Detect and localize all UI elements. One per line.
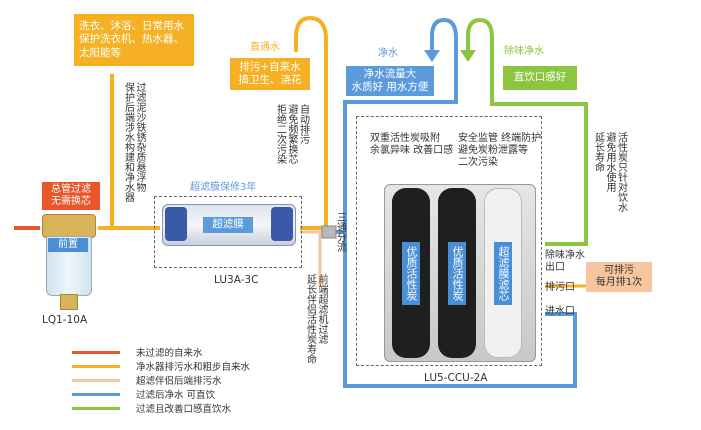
legend-item-purifier-flush: 净水器排污水和粗步自来水 (72, 360, 251, 373)
three-way-note: 前端超滤机过滤 延长伴侣活性炭寿命 (304, 274, 328, 364)
purifier-note-a: 双重活性炭吸附 余氯异味 改善口感 (370, 133, 454, 156)
purifier-note-b: 安全监管 终端防护 避免炭粉泄露等 二次污染 (458, 133, 542, 168)
ultrafilter-frame (154, 196, 302, 268)
cartridge-carbon-2-label: 优质活性炭 (448, 241, 466, 305)
port-inlet: 进水口 (545, 306, 575, 317)
legend-label: 过滤且改善口感直饮水 (136, 404, 232, 415)
odor-free-arrow (460, 50, 476, 62)
cartridge-ultrafilter-label: 超滤膜滤芯 (494, 241, 512, 305)
prefilter-valve (60, 294, 78, 310)
legend-item-ultrafilter-flush: 超滤伴侣后端排污水 (72, 374, 222, 387)
legend-label: 超滤伴侣后端排污水 (136, 376, 222, 387)
cartridge-carbon-2: 优质活性炭 (438, 188, 476, 358)
prefilter-model: LQ1-10A (42, 314, 88, 326)
legend-swatch (72, 406, 120, 410)
legend-swatch (72, 364, 120, 368)
purifier-side-note: 活性炭只针对饮水 避免用水使用 延长寿命 (592, 132, 627, 212)
ultrafilter-model: LU3A-3C (214, 274, 259, 286)
odor-free-callout: 直饮口感好 (503, 66, 577, 90)
prefilter-note: 过滤泥沙铁锈杂质悬浮物 保护后端涉水构建和净水器 (122, 82, 146, 202)
prefilter-label: 前置 (48, 238, 88, 252)
pure-water-title: 净水 (378, 48, 398, 59)
flush-callout: 可排污 每月排1次 (586, 262, 652, 292)
pure-water-pipe (343, 17, 458, 232)
purifier-model: LU5-CCU-2A (424, 372, 488, 384)
legend-item-improved: 过滤且改善口感直饮水 (72, 402, 232, 415)
cartridge-carbon-1-label: 优质活性炭 (402, 241, 420, 305)
purifier-frame (356, 116, 542, 366)
port-odor-free-outlet: 除味净水 出口 (545, 250, 585, 273)
ultrafilter-left-cap (165, 207, 187, 241)
household-uses-callout: 洗衣、沐浴、日常用水 保护洗衣机、热水器、 太阳能等 (74, 14, 194, 66)
prefilter-device: 前置 (36, 214, 100, 310)
cartridge-ultrafilter: 超滤膜滤芯 (484, 188, 522, 358)
pure-water-arrow (424, 50, 440, 62)
legend-swatch (72, 378, 120, 382)
legend-item-unfiltered: 未过滤的自来水 (72, 346, 203, 359)
ultrafilter-title: 超滤膜保修3年 (190, 182, 257, 193)
pure-water-callout: 净水流量大 水质好 用水方便 (346, 66, 434, 96)
ultrafilter-drain-pipe (300, 230, 322, 286)
direct-water-title: 直通水 (250, 42, 280, 53)
port-drain: 排污口 (545, 282, 575, 293)
legend-label: 过滤后净水 可直饮 (136, 390, 216, 401)
legend-swatch (72, 350, 120, 354)
odor-free-title: 除味净水 (504, 46, 544, 57)
ultrafilter-right-cap (271, 207, 293, 241)
odor-free-pipe (466, 17, 588, 246)
cartridge-carbon-1: 优质活性炭 (392, 188, 430, 358)
direct-water-callout: 排污+自来水 搞卫生、浇花 (230, 58, 310, 90)
three-way-connector (321, 225, 337, 239)
legend-swatch (72, 392, 120, 396)
legend-item-filtered: 过滤后净水 可直饮 (72, 388, 216, 401)
legend-label: 未过滤的自来水 (136, 348, 203, 359)
three-way-to-purifier-pipe (330, 230, 577, 388)
direct-water-pipe (294, 15, 328, 230)
legend-label: 净水器排污水和粗步自来水 (136, 362, 251, 373)
ultrafilter-note: 自动排污 避免频繁换芯 拒绝二次污染 (274, 104, 309, 164)
main-pipe-callout: 总管过滤 无需换芯 (42, 182, 100, 210)
prefilter-cap (42, 214, 96, 238)
ultrafilter-label: 超滤膜 (203, 217, 253, 233)
three-way-label: 三通分流 (334, 212, 346, 252)
ultrafilter-device: 超滤膜 (162, 204, 296, 246)
